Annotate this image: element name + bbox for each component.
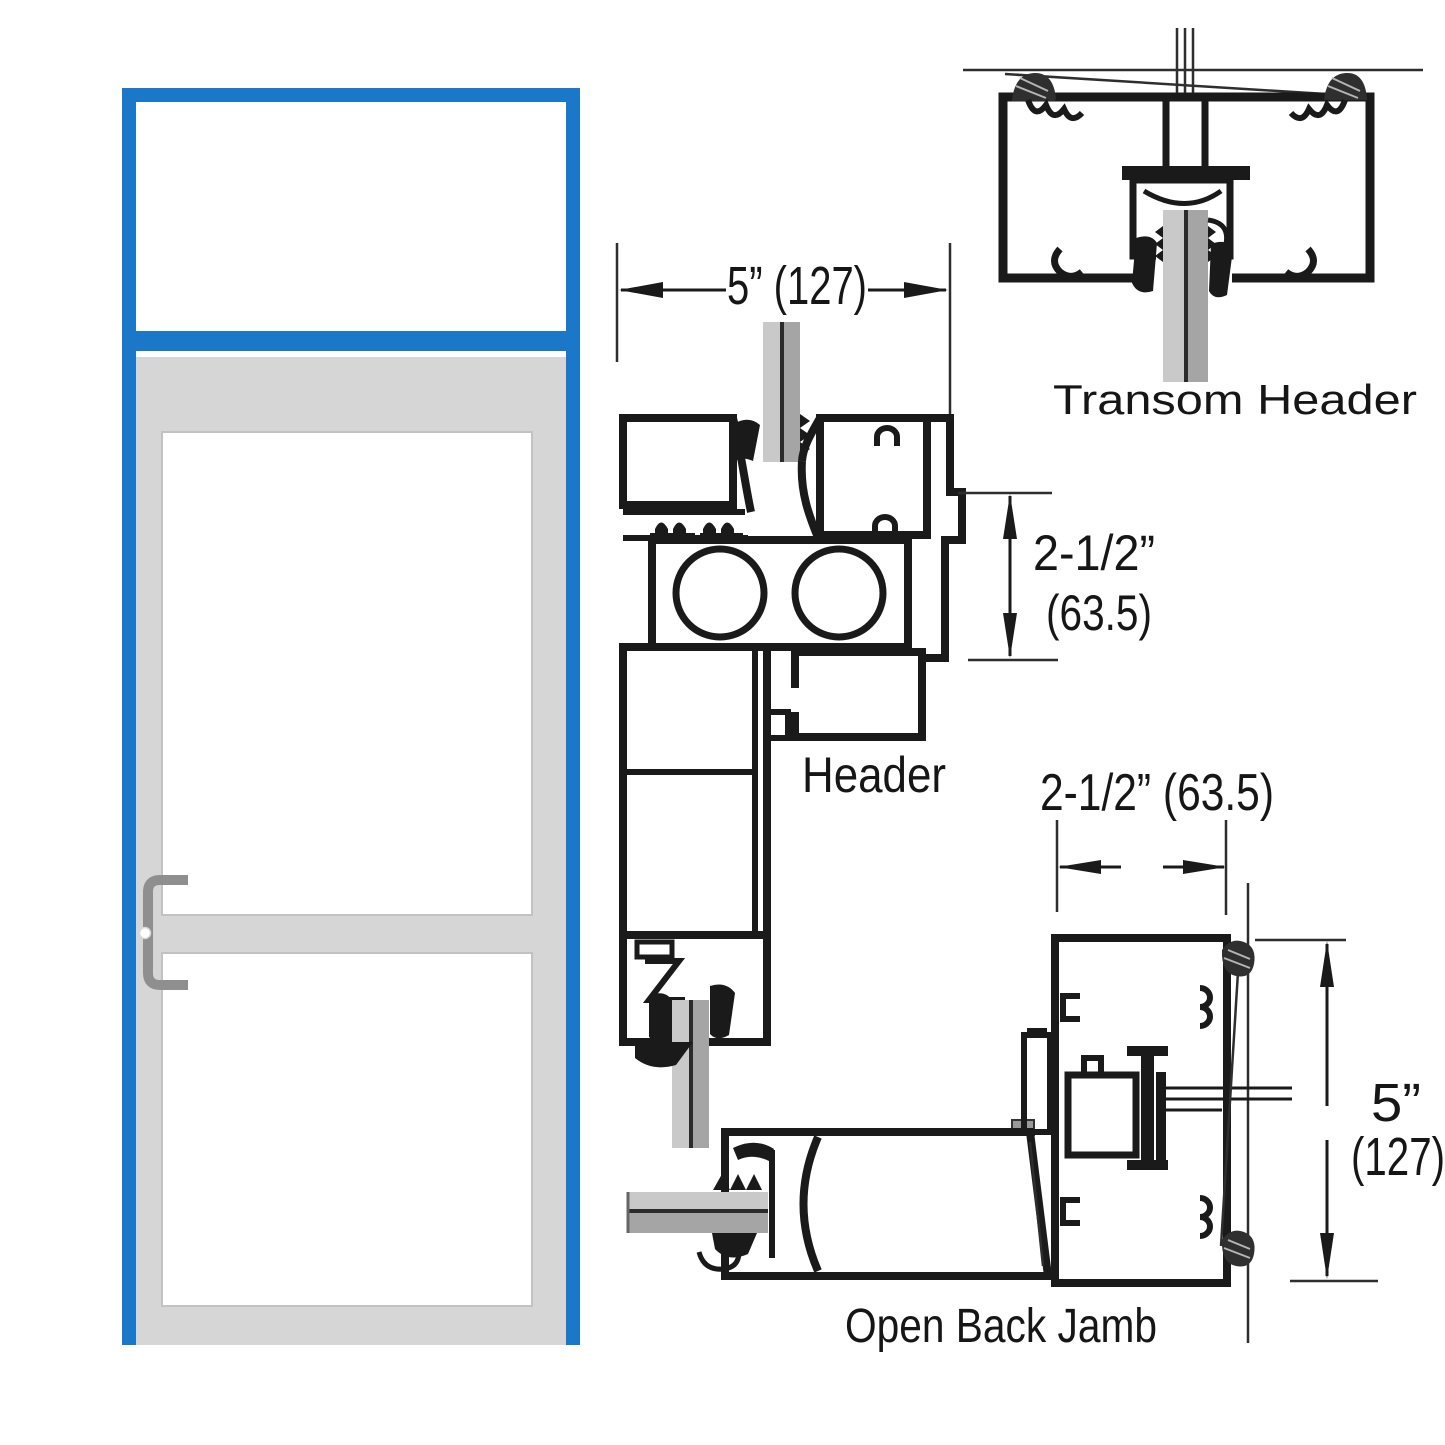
shim-blob-bottom — [1221, 1230, 1255, 1267]
dimension-label-header-face: 2-1/2” — [1033, 525, 1155, 581]
gasket-squiggle — [1025, 98, 1085, 122]
header-profile-box-left — [619, 414, 737, 509]
door-stile-section — [626, 1028, 1053, 1280]
snap-clip-icon — [1060, 1197, 1080, 1226]
glass-panel-door-horizontal — [626, 1192, 768, 1233]
transom-glass-panel — [136, 102, 566, 331]
gasket-teeth — [713, 1174, 762, 1190]
dimension-arrow-down — [1003, 613, 1017, 658]
door-glass-upper — [161, 431, 533, 916]
snap-clip-icon — [1283, 246, 1317, 280]
filler-strip — [1021, 1032, 1053, 1135]
glazing-gasket-below — [712, 1233, 757, 1258]
gasket-squiggle — [1288, 98, 1348, 122]
gasket-teeth — [1208, 226, 1216, 262]
transom-rail-gap — [136, 351, 566, 357]
glazing-gasket-left — [649, 993, 672, 1043]
snap-clip-icon — [1051, 246, 1085, 280]
dimension-label-jamb-depth-metric: (127) — [1351, 1127, 1445, 1187]
dimension-arrow-left — [619, 282, 663, 298]
dimension-jamb-depth: 5” (127) — [1255, 938, 1445, 1283]
glass-panel-transom — [763, 322, 800, 462]
glazing-gasket-right — [1209, 241, 1233, 298]
transom-header-label: Transom Header — [1053, 376, 1417, 423]
shim-blob-right — [1324, 72, 1367, 100]
gasket-teeth — [1155, 226, 1163, 262]
sealant-line — [1004, 72, 1359, 98]
transom-header-detail: Transom Header — [963, 28, 1423, 423]
gear-box — [1064, 1071, 1140, 1159]
glass-panel-transom-header — [1163, 210, 1208, 382]
door-lock-dot — [138, 926, 152, 940]
shim-blob-left — [1012, 72, 1056, 101]
glass-diagonal-line — [1219, 971, 1240, 1247]
snap-clip-icon — [1199, 985, 1213, 1029]
snap-clip-icon — [1060, 993, 1080, 1022]
door-stop-box — [791, 648, 926, 741]
snap-clip-icon — [1199, 1195, 1213, 1239]
dimension-arrow-up — [1320, 941, 1334, 987]
header-profile-box-right — [816, 414, 931, 539]
door-glass-lower — [161, 952, 533, 1307]
shim-blob-top — [1221, 940, 1255, 977]
dimension-arrow-left — [1058, 860, 1101, 874]
snap-clip-icon — [872, 514, 898, 535]
pocket-hook — [733, 1142, 774, 1161]
dimension-label-header-face-metric: (63.5) — [1046, 585, 1152, 641]
stud-bar — [1141, 1050, 1154, 1168]
setting-wedge — [635, 1042, 693, 1068]
door-elevation-view — [122, 88, 580, 1345]
dimension-label-header-width: 5” (127) — [727, 256, 867, 316]
snap-clip-icon — [874, 425, 900, 446]
header-label: Header — [802, 747, 946, 803]
header-profile-right-face — [910, 414, 966, 662]
screw-boss-circle — [672, 545, 768, 641]
dimension-label-jamb-face: 2-1/2” (63.5) — [1040, 764, 1274, 822]
glazing-clip — [769, 709, 791, 741]
screw-boss-circle — [791, 545, 887, 641]
open-back-jamb-detail: 2-1/2” (63.5) — [845, 764, 1445, 1353]
dimension-arrow-right — [1183, 860, 1226, 874]
glazing-gasket-right — [710, 984, 735, 1039]
glass-panel-door — [672, 1000, 709, 1148]
dimension-jamb-face: 2-1/2” (63.5) — [1040, 764, 1274, 915]
dimension-arrow-right — [904, 282, 948, 298]
dimension-header-width: 5” (127) — [615, 243, 952, 478]
dimension-header-face: 2-1/2” (63.5) — [958, 491, 1155, 662]
open-back-jamb-label: Open Back Jamb — [845, 1300, 1157, 1353]
dimension-arrow-down — [1320, 1233, 1334, 1279]
glazing-gasket-left — [1132, 236, 1157, 293]
header-section-detail: 5” (127) — [615, 243, 1155, 1148]
dimension-label-jamb-depth: 5” — [1371, 1073, 1421, 1133]
dimension-arrow-up — [1003, 494, 1017, 539]
